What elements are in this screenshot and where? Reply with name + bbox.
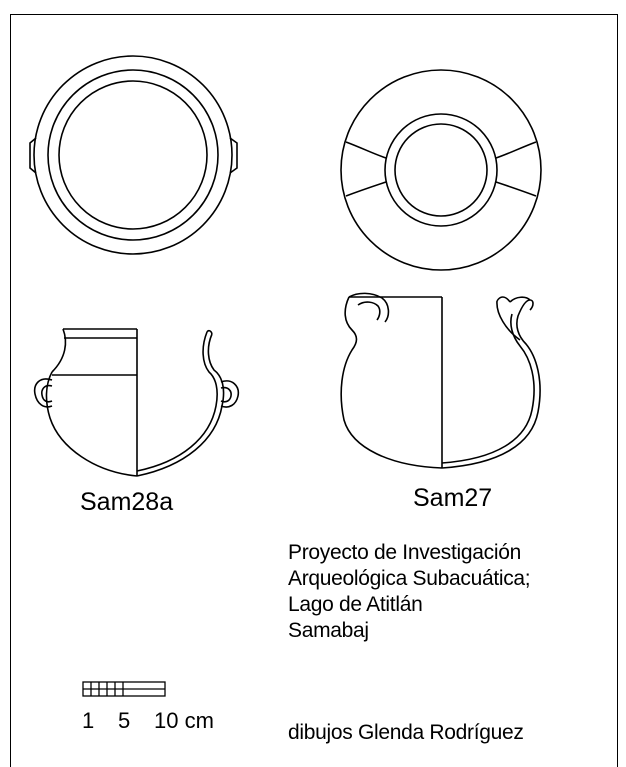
project-info: Proyecto de Investigación Arqueológica S…: [288, 540, 531, 644]
sam28a-top-view: [29, 55, 238, 255]
sam28a-profile-view: [33, 328, 240, 477]
scale-tick-1: 1: [82, 708, 95, 733]
project-line: Proyecto de Investigación: [288, 541, 521, 564]
scale-tick-5: 5: [118, 708, 131, 733]
sam28a-label: Sam28a: [80, 488, 174, 516]
sam27-profile-view: [340, 292, 541, 469]
project-line: Arqueológica Subacuática;: [288, 567, 531, 590]
sam27-label: Sam27: [413, 484, 493, 512]
scale-bar: [82, 681, 166, 697]
sam27-top-view: [340, 69, 542, 271]
credit-text: dibujos Glenda Rodríguez: [288, 721, 524, 744]
drawing-sheet: [10, 14, 618, 767]
scale-tick-10cm: 10 cm: [154, 708, 214, 733]
project-line: Lago de Atitlán: [288, 593, 423, 616]
project-line: Samabaj: [288, 619, 369, 642]
